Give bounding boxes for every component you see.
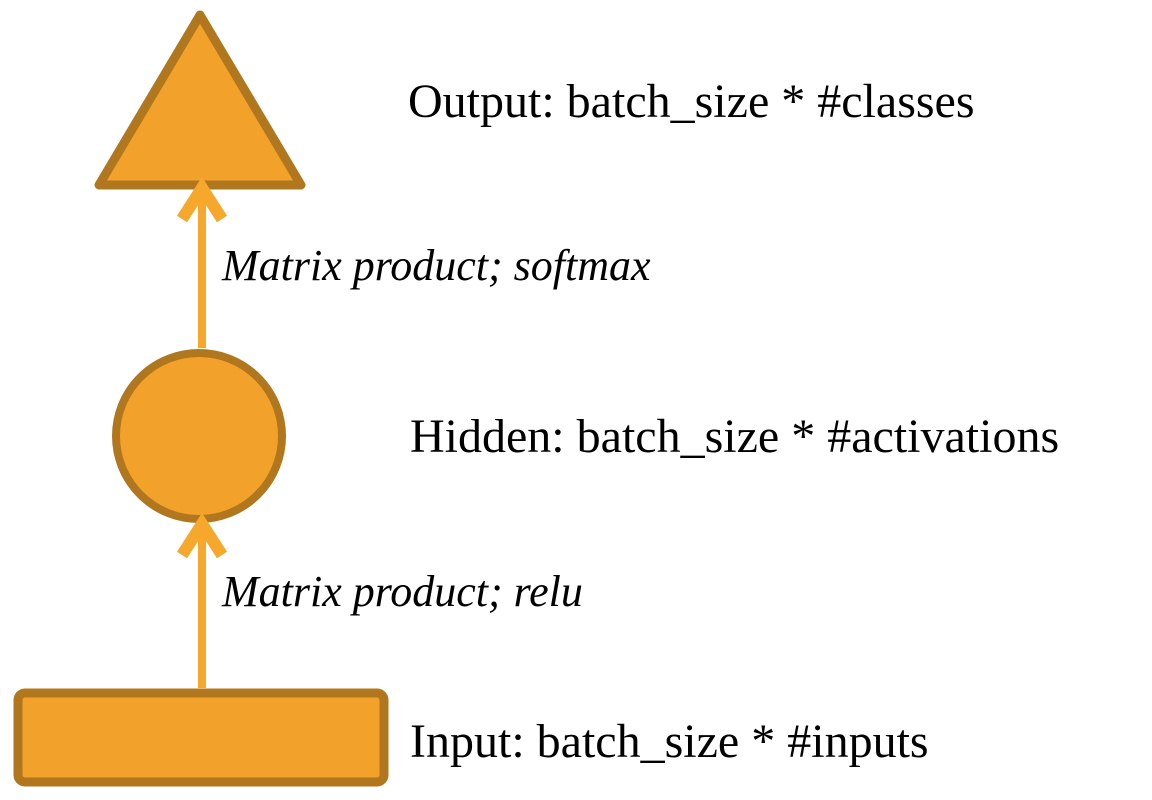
input-rectangle-shape <box>13 688 389 787</box>
hidden-circle-shape <box>112 349 286 523</box>
arrowhead-up-icon <box>176 176 228 223</box>
output-label: Output: batch_size * #classes <box>408 75 975 129</box>
edge-label-relu: Matrix product; relu <box>222 567 583 617</box>
arrow-hidden-to-output <box>176 176 228 348</box>
hidden-label: Hidden: batch_size * #activations <box>410 410 1060 464</box>
edge-label-softmax: Matrix product; softmax <box>222 241 651 291</box>
arrow-input-to-hidden <box>176 512 228 688</box>
arrowhead-up-icon <box>176 512 228 559</box>
input-label: Input: batch_size * #inputs <box>410 715 929 769</box>
output-triangle-shape <box>94 10 306 190</box>
